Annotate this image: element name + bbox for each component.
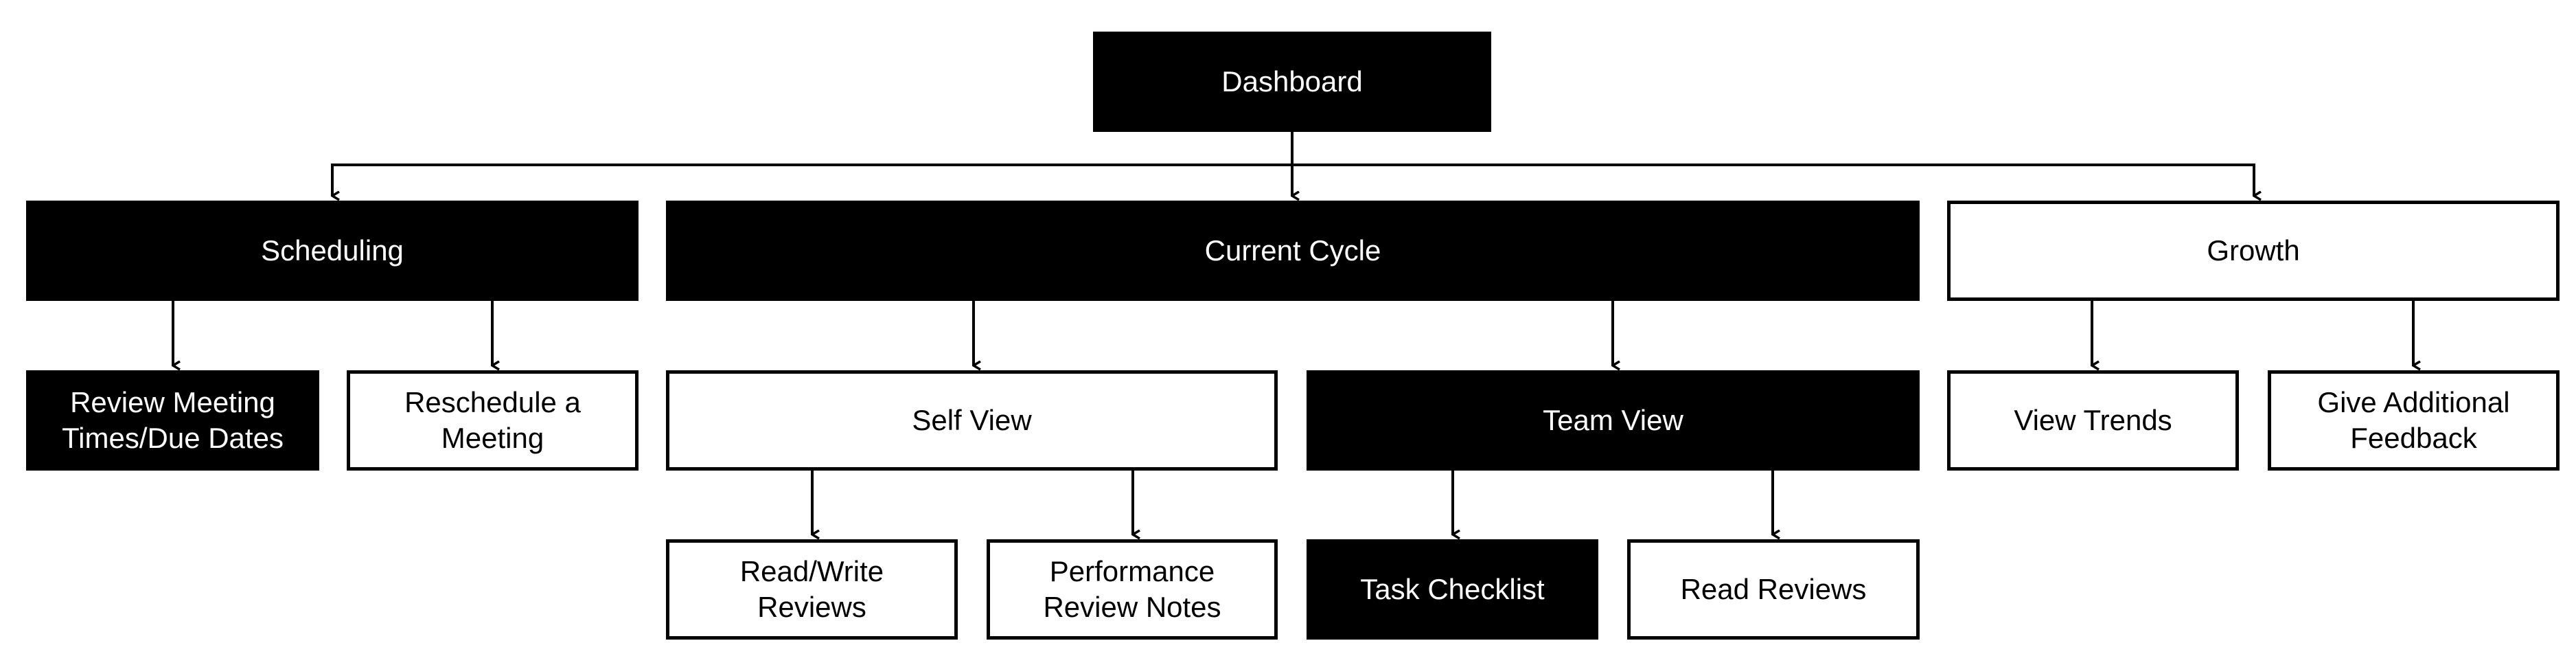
node-task-checklist: Task Checklist xyxy=(1307,539,1598,640)
node-read-reviews: Read Reviews xyxy=(1627,539,1920,640)
node-growth-label: Growth xyxy=(2207,234,2300,267)
node-team-view: Team View xyxy=(1307,370,1920,471)
node-give-feedback-label: Give Additional Feedback xyxy=(2317,386,2510,454)
node-self-view-label: Self View xyxy=(912,404,1032,436)
node-scheduling: Scheduling xyxy=(26,201,639,301)
node-performance-notes: Performance Review Notes xyxy=(987,539,1278,640)
node-current-cycle: Current Cycle xyxy=(666,201,1920,301)
node-read-write-reviews-label: Read/Write Reviews xyxy=(739,555,884,623)
node-reschedule-meeting: Reschedule a Meeting xyxy=(347,370,639,471)
node-growth: Growth xyxy=(1947,201,2560,301)
node-dashboard-label: Dashboard xyxy=(1221,65,1363,98)
node-reschedule-meeting-label: Reschedule a Meeting xyxy=(404,386,581,454)
node-give-feedback: Give Additional Feedback xyxy=(2268,370,2560,471)
node-current-cycle-label: Current Cycle xyxy=(1204,234,1381,267)
node-team-view-label: Team View xyxy=(1543,404,1683,436)
node-scheduling-label: Scheduling xyxy=(261,234,404,267)
node-dashboard: Dashboard xyxy=(1093,32,1491,132)
node-read-reviews-label: Read Reviews xyxy=(1680,573,1867,605)
node-review-meeting: Review Meeting Times/Due Dates xyxy=(26,370,319,471)
node-view-trends-label: View Trends xyxy=(2014,404,2172,436)
node-read-write-reviews: Read/Write Reviews xyxy=(666,539,958,640)
node-self-view: Self View xyxy=(666,370,1278,471)
node-view-trends: View Trends xyxy=(1947,370,2239,471)
node-performance-notes-label: Performance Review Notes xyxy=(1043,555,1221,623)
node-task-checklist-label: Task Checklist xyxy=(1360,573,1545,605)
node-review-meeting-label: Review Meeting Times/Due Dates xyxy=(62,386,284,454)
